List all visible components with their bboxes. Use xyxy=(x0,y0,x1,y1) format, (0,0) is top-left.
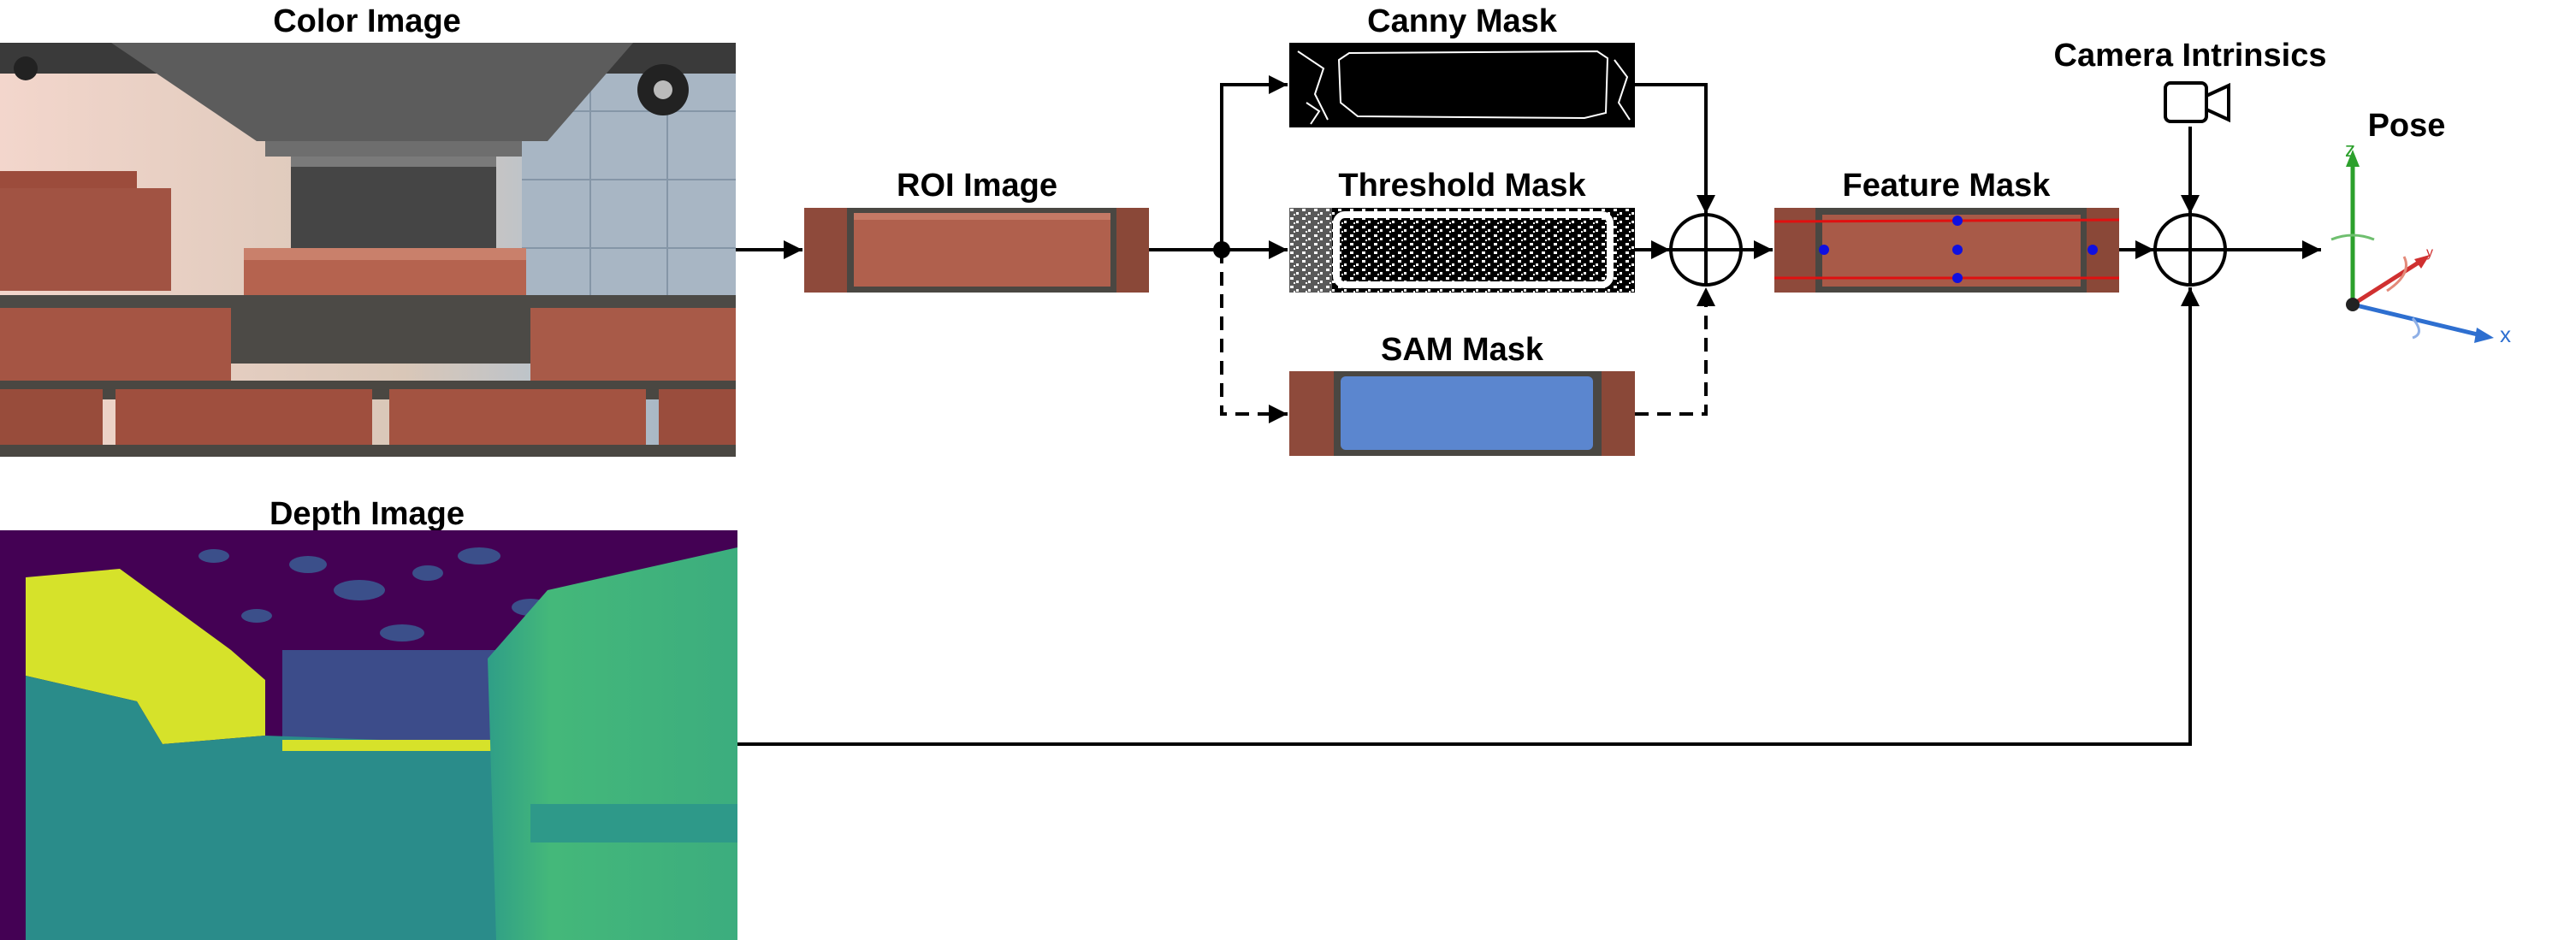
canny-mask xyxy=(1289,43,1635,127)
branch-junction-dot xyxy=(1213,241,1230,258)
axis-x-label: x xyxy=(2500,322,2511,347)
axis-z-label: z xyxy=(2345,139,2355,162)
depth-image xyxy=(0,530,737,940)
pose-title: Pose xyxy=(2367,108,2446,144)
depth-image-title: Depth Image xyxy=(269,496,465,532)
sam-mask xyxy=(1289,371,1635,456)
roi-image-title: ROI Image xyxy=(897,168,1057,204)
axis-y-label: y xyxy=(2426,245,2433,260)
canny-mask-title: Canny Mask xyxy=(1367,3,1557,39)
video-camera-icon xyxy=(2164,81,2230,123)
pose-axes-icon xyxy=(2330,150,2494,343)
circled-plus-icon xyxy=(1669,213,1743,287)
camera-intrinsics-title: Camera Intrinsics xyxy=(2053,38,2327,74)
circled-plus-icon xyxy=(2153,213,2227,287)
threshold-mask xyxy=(1289,208,1635,293)
feature-mask xyxy=(1774,208,2119,293)
color-image-title: Color Image xyxy=(273,3,461,39)
threshold-mask-title: Threshold Mask xyxy=(1338,168,1586,204)
feature-mask-title: Feature Mask xyxy=(1842,168,2051,204)
sam-mask-title: SAM Mask xyxy=(1380,332,1544,368)
color-image xyxy=(0,43,736,457)
roi-image xyxy=(804,208,1149,293)
